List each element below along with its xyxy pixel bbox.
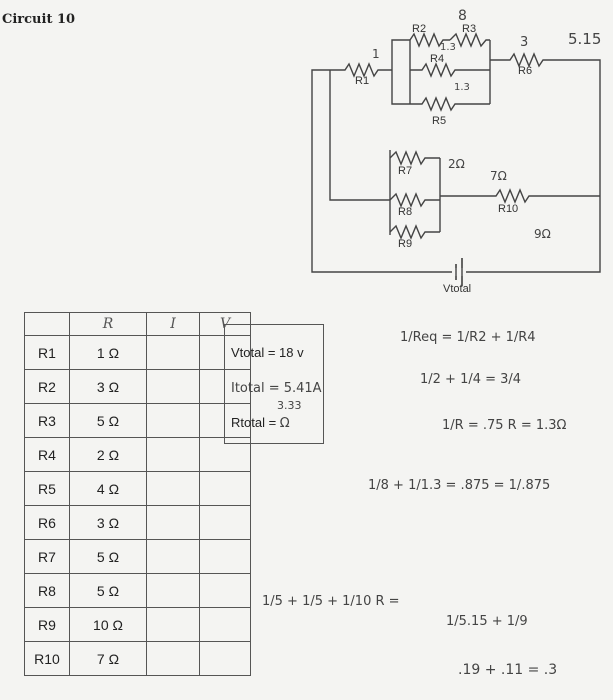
vtotal-text: Vtotal = 18 v [231,345,304,360]
row-name: R2 [24,369,70,404]
row-r: 1 Ω [69,335,147,370]
header-i: I [146,312,200,336]
row-r: 3 Ω [69,505,147,540]
label-r2: R2 [412,23,426,35]
row-name: R7 [24,539,70,574]
hand-r9-value: 9Ω [534,227,551,241]
itotal-note: 3.33 [277,399,302,412]
row-name: R6 [24,505,70,540]
row-i [146,539,200,574]
rtotal-label: Rtotal = [231,415,280,430]
row-i [146,641,200,676]
hand-r10-value: 7Ω [490,169,507,183]
work-eq1: 1/Req = 1/R2 + 1/R4 [400,330,536,345]
row-i [146,369,200,404]
row-r: 4 Ω [69,471,147,506]
row-i [146,471,200,506]
row-i [146,573,200,608]
row-name: R8 [24,573,70,608]
row-i [146,335,200,370]
header-r: R [69,312,147,336]
row-name: R5 [24,471,70,506]
row-v [199,573,251,608]
row-v [199,641,251,676]
row-r: 7 Ω [69,641,147,676]
work-eq6: 1/5.15 + 1/9 [446,614,528,629]
row-v [199,437,251,472]
row-v [199,471,251,506]
row-name: R3 [24,403,70,438]
label-r8: R8 [398,206,412,218]
row-name: R10 [24,641,70,676]
itotal-text: Itotal = 5.41A [231,381,322,396]
work-eq3: 1/R = .75 R = 1.3Ω [442,418,567,433]
row-r: 3 Ω [69,369,147,404]
label-r1: R1 [355,75,369,87]
hand-top-8: 8 [458,8,467,24]
row-r: 5 Ω [69,403,147,438]
row-v [199,607,251,642]
hand-r6-value: 3 [520,35,528,50]
label-r10: R10 [498,203,518,215]
hand-r2r3-value: 1.3 [440,42,456,53]
label-r6: R6 [518,65,532,77]
page-title: Circuit 10 [2,12,76,27]
row-i [146,505,200,540]
hand-r7-value: 2Ω [448,157,465,171]
row-r: 5 Ω [69,539,147,574]
label-r3: R3 [462,23,476,35]
label-r5: R5 [432,115,446,127]
work-eq4: 1/8 + 1/1.3 = .875 = 1/.875 [368,478,551,493]
row-r: 2 Ω [69,437,147,472]
row-name: R9 [24,607,70,642]
rtotal-hand: Ω [279,416,290,431]
rtotal-text: Rtotal = Ω [231,415,290,431]
row-i [146,403,200,438]
row-r: 5 Ω [69,573,147,608]
work-eq7: .19 + .11 = .3 [458,662,558,678]
row-v [199,505,251,540]
label-r4: R4 [430,53,444,65]
hand-r4-value: 1.3 [454,82,470,93]
row-i [146,607,200,642]
label-r7: R7 [398,165,412,177]
row-name: R4 [24,437,70,472]
work-eq2: 1/2 + 1/4 = 3/4 [420,372,522,387]
row-i [146,437,200,472]
hand-right-total: 5.15 [568,30,601,48]
label-r9: R9 [398,238,412,250]
row-v [199,539,251,574]
row-r: 10 Ω [69,607,147,642]
label-vtotal: Vtotal [443,283,471,295]
totals-box: Vtotal = 18 v Itotal = 5.41A 3.33 Rtotal… [224,324,324,444]
row-name: R1 [24,335,70,370]
table-header-row: R I V [24,312,251,336]
header-name [24,312,70,336]
work-eq5: 1/5 + 1/5 + 1/10 R = [262,594,400,609]
hand-r1-value: 1 [372,47,380,61]
